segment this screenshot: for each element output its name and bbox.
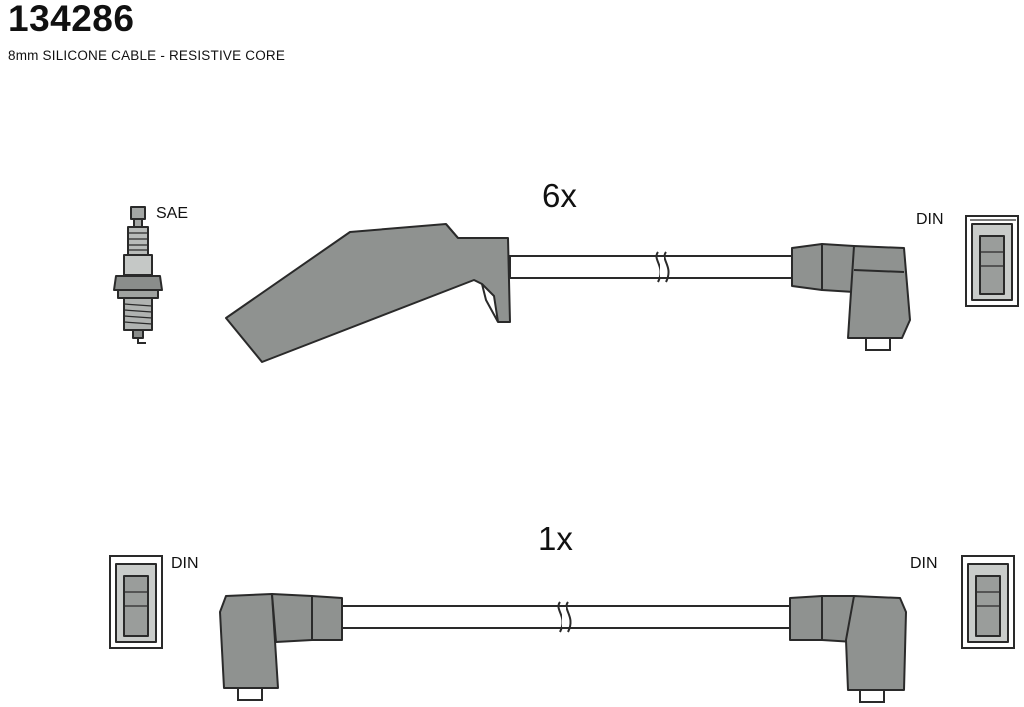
din-terminal-icon	[109, 555, 163, 649]
din-label-bottom-left: DIN	[171, 555, 199, 572]
din-elbow-boot-set-2-left	[219, 593, 343, 701]
din-elbow-boot-set-1-right	[791, 243, 911, 351]
cable-set-2	[109, 555, 1015, 703]
part-description: 8mm SILICONE CABLE - RESISTIVE CORE	[8, 48, 286, 63]
din-elbow-boot-set-2-right	[789, 595, 907, 703]
spark-plug-icon	[113, 206, 163, 344]
part-number: 134286	[8, 0, 135, 39]
sae-label: SAE	[156, 205, 189, 222]
din-terminal-icon	[965, 215, 1019, 307]
din-terminal-icon	[961, 555, 1015, 649]
angled-plug-boot	[225, 223, 511, 363]
quantity-label-set-2: 1x	[538, 520, 573, 557]
din-label-bottom-right: DIN	[910, 555, 938, 572]
din-label-top-right: DIN	[916, 211, 944, 228]
quantity-label-set-1: 6x	[542, 177, 577, 214]
cable-set-1	[225, 215, 1019, 363]
cable-wire	[509, 255, 793, 279]
